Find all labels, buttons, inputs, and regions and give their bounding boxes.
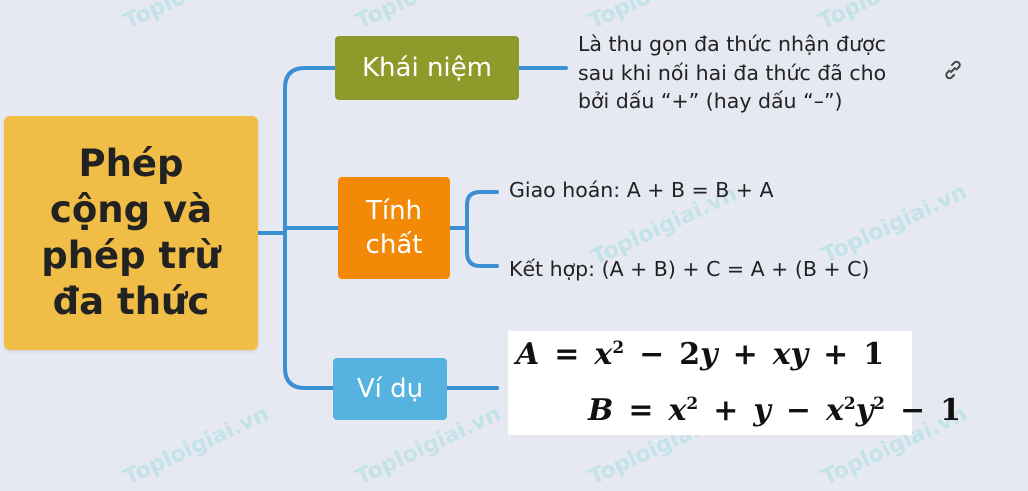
connector-trunk-khai-niem (283, 66, 337, 235)
example-formula-box: A = x2 − 2y + xy + 1 B = x2 + y − x2y2 −… (508, 331, 961, 435)
property-commutative: Giao hoán: A + B = B + A (509, 178, 774, 202)
branch-khai-niem-label: Khái niệm (362, 53, 492, 83)
branch-khai-niem[interactable]: Khái niệm (335, 36, 519, 100)
mind-map: Toploigiai.vn Toploigiai.vn Toploigiai.v… (4, 0, 971, 491)
example-formula-b: B = x2 + y − x2y2 − 1 (588, 393, 961, 428)
root-topic-label: Phép cộng và phép trừ đa thức (41, 142, 221, 323)
branch-vi-du[interactable]: Ví dụ (333, 358, 447, 420)
example-formula-a: A = x2 − 2y + xy + 1 (516, 337, 885, 372)
branch-tinh-chat-label: Tính chất (365, 196, 423, 260)
property-associative: Kết hợp: (A + B) + C = A + (B + C) (509, 257, 870, 281)
connector-lines (256, 66, 568, 390)
connector-trunk-vi-du (283, 231, 335, 390)
branch-tinh-chat[interactable]: Tính chất (338, 177, 450, 279)
branch-vi-du-label: Ví dụ (356, 374, 424, 404)
connector-property-2 (465, 226, 499, 268)
link-icon[interactable] (941, 58, 965, 82)
connector-property-1 (465, 190, 499, 230)
khai-niem-description: Là thu gọn đa thức nhận được sau khi nối… (578, 32, 887, 113)
root-topic[interactable]: Phép cộng và phép trừ đa thức (4, 116, 258, 350)
